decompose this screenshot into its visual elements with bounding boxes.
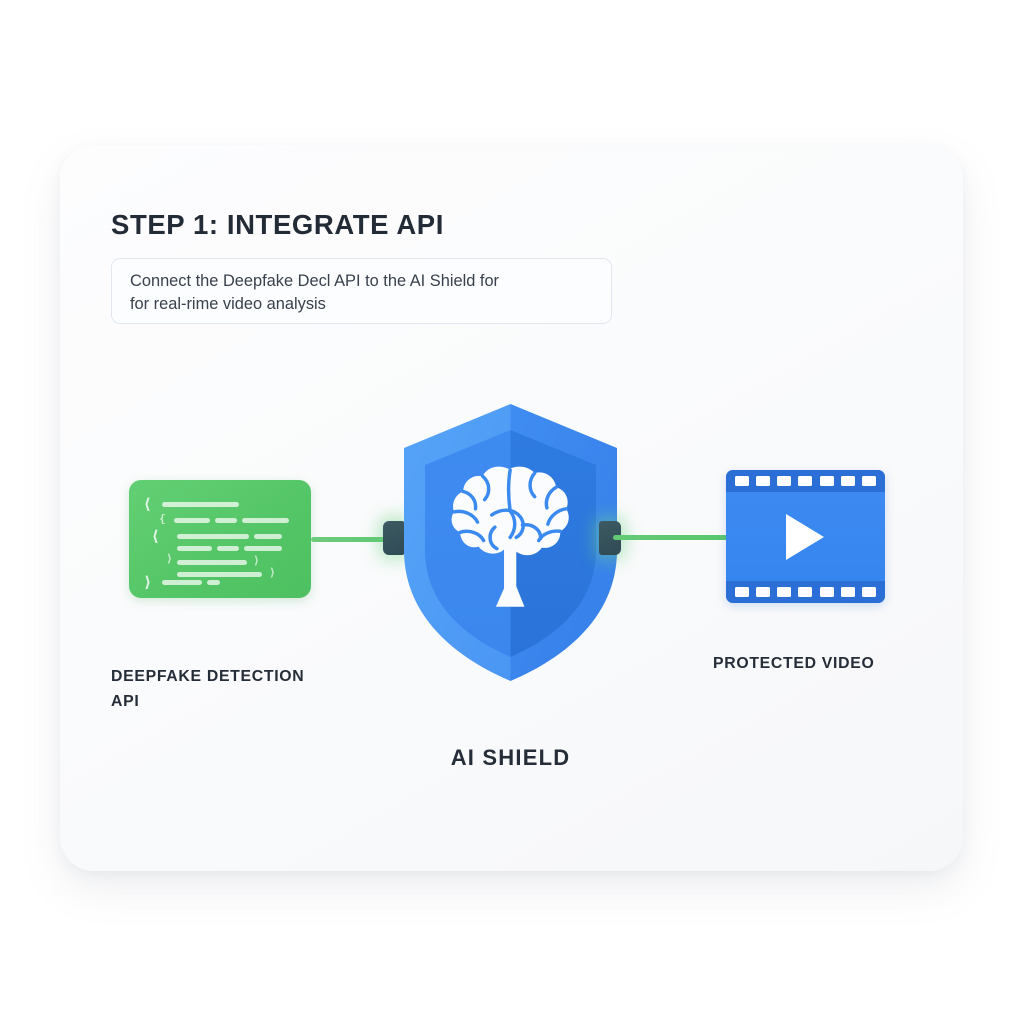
label-line-1: DEEPFAKE DETECTION xyxy=(111,668,305,685)
shield-brain-icon[interactable] xyxy=(393,400,628,685)
sprocket-hole xyxy=(777,476,792,486)
flow-diagram: ⟨ { ⟨ ⟩ ⟩ ⟩ ⟩ xyxy=(60,145,963,871)
step-description-box: Connect the Deepfake Decl API to the AI … xyxy=(111,258,612,324)
sprocket-hole xyxy=(734,476,749,486)
sprocket-hole xyxy=(755,476,770,486)
label-protected-video: PROTECTED VIDEO xyxy=(713,655,875,672)
label-line-2: API xyxy=(111,693,140,710)
connector-wire xyxy=(613,535,737,540)
step-description-line-1: Connect the Deepfake Decl API to the AI … xyxy=(130,272,500,290)
label-deepfake-detection-api: DEEPFAKE DETECTION API xyxy=(111,664,371,714)
sprocket-hole xyxy=(755,587,770,597)
sprocket-hole xyxy=(798,587,813,597)
step-description-line-2: for real-rime video analysis xyxy=(130,295,326,313)
code-block-icon[interactable]: ⟨ { ⟨ ⟩ ⟩ ⟩ ⟩ xyxy=(129,480,311,598)
sprocket-hole xyxy=(734,587,749,597)
film-sprockets-bottom xyxy=(726,581,885,603)
diagram-card: STEP 1: INTEGRATE API Connect the Deepfa… xyxy=(60,145,963,871)
film-strip-play-icon[interactable] xyxy=(726,470,885,603)
sprocket-hole xyxy=(841,476,856,486)
sprocket-hole xyxy=(862,476,877,486)
sprocket-hole xyxy=(862,587,877,597)
shield-output-port xyxy=(599,521,621,555)
sprocket-hole xyxy=(798,476,813,486)
connector-shield-to-video xyxy=(605,535,737,541)
sprocket-hole xyxy=(819,476,834,486)
connector-wire xyxy=(311,537,411,542)
label-ai-shield: AI SHIELD xyxy=(450,745,571,770)
shield-input-port xyxy=(383,521,405,555)
play-icon[interactable] xyxy=(786,514,824,560)
sprocket-hole xyxy=(777,587,792,597)
sprocket-hole xyxy=(841,587,856,597)
film-sprockets-top xyxy=(726,470,885,492)
page-title: STEP 1: INTEGRATE API xyxy=(111,209,444,240)
sprocket-hole xyxy=(819,587,834,597)
